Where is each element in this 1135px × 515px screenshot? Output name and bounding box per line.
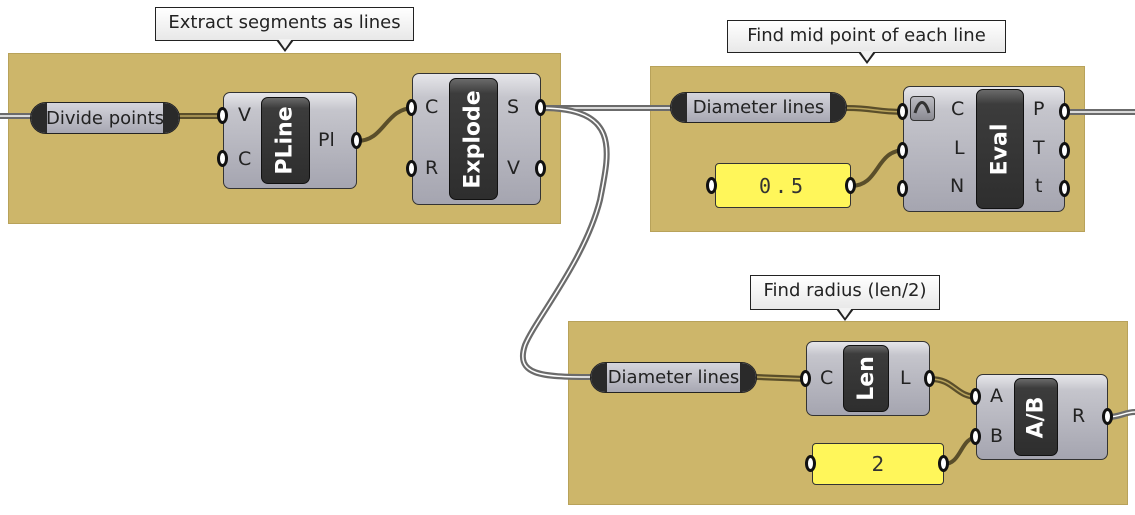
output-pin-v: V [507,157,520,179]
input-pin-n: N [950,175,965,197]
param-divide-points[interactable]: Divide points [30,102,180,134]
output-grip-t-upper[interactable] [1059,142,1070,159]
output-pin-s: S [507,96,520,118]
input-pin-c: C [820,367,834,389]
panel-value: 2 [871,452,885,476]
output-grip-r[interactable] [1102,408,1113,425]
number-slider[interactable]: 0.5 [715,163,851,208]
group-label-extract-segments: Extract segments as lines [155,7,414,52]
input-grip-r[interactable] [406,160,417,177]
param-diameter-lines-2[interactable]: Diameter lines [590,362,757,393]
number-panel[interactable]: 2 [812,443,944,485]
output-grip-l[interactable] [924,370,935,387]
input-grip-c[interactable] [897,103,908,120]
output-pin-pl: Pl [318,129,335,151]
component-eval-name: Eval [976,89,1024,209]
component-explode-name: Explode [449,78,498,200]
param-label: Diameter lines [692,97,825,118]
output-grip-v[interactable] [535,160,546,177]
output-grip[interactable] [845,177,856,194]
input-pin-l: L [954,137,965,159]
input-pin-c: C [238,148,252,170]
input-pin-a: A [990,385,1003,407]
input-pin-b: B [990,425,1004,447]
slider-value: 0.5 [758,173,808,198]
input-grip-n[interactable] [897,180,908,197]
input-grip-c[interactable] [406,99,417,116]
wire-pline-to-explode [355,106,416,143]
output-grip-s[interactable] [535,99,546,116]
output-grip-p[interactable] [1059,103,1070,120]
input-pin-c: C [425,96,439,118]
input-grip-c[interactable] [217,150,228,167]
group-label-find-midpoint: Find mid point of each line [727,20,1006,64]
input-grip[interactable] [805,455,816,472]
input-grip-b[interactable] [970,428,981,445]
input-grip-a[interactable] [970,388,981,405]
component-len-name: Len [843,345,889,412]
input-pin-v: V [238,104,251,126]
component-divide-name: A/B [1014,378,1058,456]
output-grip-t-lower[interactable] [1059,180,1070,197]
output-pin-l: L [900,367,911,389]
wire-slider-to-eval [849,148,907,188]
component-pline-name: PLine [261,97,310,184]
input-grip[interactable] [706,177,717,194]
group-label-find-radius: Find radius (len/2) [750,275,940,321]
input-pin-c: C [951,98,965,120]
output-grip-pl[interactable] [351,132,362,149]
output-grip[interactable] [938,455,949,472]
curve-icon[interactable] [910,96,935,121]
input-grip-l[interactable] [897,142,908,159]
param-label: Diameter lines [607,367,740,388]
output-pin-r: R [1072,405,1086,427]
param-label: Divide points [45,107,165,129]
input-grip-c[interactable] [800,370,811,387]
output-pin-p: P [1033,98,1045,120]
input-grip-v[interactable] [217,107,228,124]
input-pin-r: R [425,157,439,179]
output-pin-t-upper: T [1033,137,1045,159]
param-diameter-lines[interactable]: Diameter lines [670,92,847,123]
output-pin-t-lower: t [1035,175,1043,197]
